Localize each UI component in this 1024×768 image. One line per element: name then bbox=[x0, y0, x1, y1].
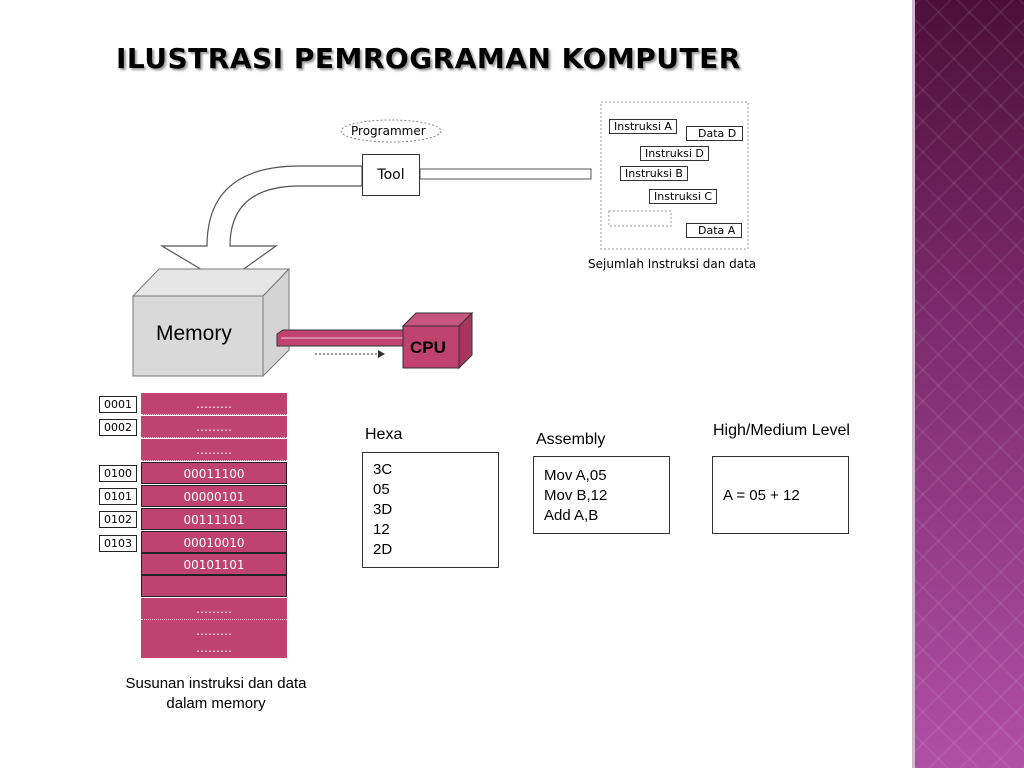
hexa-line: 12 bbox=[373, 521, 390, 538]
memory-row bbox=[141, 575, 287, 597]
instruction-item: Instruksi A bbox=[609, 119, 677, 134]
memory-cube-top bbox=[131, 268, 291, 297]
instruction-item: Data D bbox=[686, 126, 744, 141]
memory-row: ……… bbox=[141, 638, 287, 658]
assembly-line: Mov B,12 bbox=[544, 487, 608, 504]
hexa-line: 3C bbox=[373, 461, 393, 478]
high-level-heading: High/Medium Level bbox=[713, 422, 850, 439]
tool-connector bbox=[419, 168, 592, 180]
memory-row: ……… bbox=[141, 598, 287, 620]
memory-cube-front bbox=[132, 295, 264, 377]
instructions-caption: Sejumlah Instruksi dan data bbox=[588, 257, 757, 271]
cpu-cube-front bbox=[402, 325, 460, 369]
memory-row: 00000101 bbox=[141, 485, 287, 507]
programmer-ellipse bbox=[340, 119, 442, 143]
high-level-line: A = 05 + 12 bbox=[723, 487, 800, 504]
programmer-label: Programmer bbox=[351, 124, 426, 138]
assembly-code-box: Mov A,05 Mov B,12 Add A,B bbox=[533, 456, 670, 534]
flow-arrow bbox=[159, 165, 363, 284]
memory-caption-line: Susunan instruksi dan data bbox=[125, 675, 307, 692]
assembly-line: Add A,B bbox=[544, 507, 599, 524]
instruction-item: Instruksi D bbox=[640, 146, 709, 161]
memory-address: 0002 bbox=[99, 419, 137, 436]
memory-label: Memory bbox=[156, 322, 232, 345]
tool-box: Tool bbox=[362, 154, 420, 196]
side-decoration-panel bbox=[912, 0, 1024, 768]
assembly-line: Mov A,05 bbox=[544, 467, 607, 484]
memory-address: 0001 bbox=[99, 396, 137, 413]
high-level-code-box: A = 05 + 12 bbox=[712, 456, 849, 534]
assembly-heading: Assembly bbox=[536, 431, 606, 448]
memory-row: ……… bbox=[141, 393, 287, 415]
hexa-line: 05 bbox=[373, 481, 390, 498]
memory-row: ……… bbox=[141, 439, 287, 461]
instruction-item: Data A bbox=[686, 223, 743, 238]
memory-row: 00011100 bbox=[141, 462, 287, 484]
memory-address: 0102 bbox=[99, 511, 137, 528]
memory-caption-line: dalam memory bbox=[166, 695, 266, 712]
memory-address: 0103 bbox=[99, 535, 137, 552]
instruction-item: Instruksi B bbox=[620, 166, 688, 181]
memory-row: ……… bbox=[141, 416, 287, 438]
hexa-heading: Hexa bbox=[365, 426, 403, 443]
memory-row: 00111101 bbox=[141, 508, 287, 530]
memory-row: 00010010 bbox=[141, 531, 287, 553]
memory-row: 00101101 bbox=[141, 553, 287, 575]
hexa-line: 3D bbox=[373, 501, 393, 518]
memory-row: ……… bbox=[141, 620, 287, 642]
memory-address: 0100 bbox=[99, 465, 137, 482]
empty-instruction-slot bbox=[608, 210, 672, 227]
page-title: ILUSTRASI PEMROGRAMAN KOMPUTER bbox=[116, 42, 741, 75]
memory-caption: Susunan instruksi dan data dalam memory bbox=[96, 674, 336, 714]
instruction-item: Instruksi C bbox=[649, 189, 718, 204]
memory-address: 0101 bbox=[99, 488, 137, 505]
hexa-line: 2D bbox=[373, 541, 393, 558]
cpu-label: CPU bbox=[410, 338, 446, 357]
tool-label: Tool bbox=[377, 167, 405, 183]
diagram-graphics bbox=[131, 101, 749, 378]
hexa-code-box: 3C 05 3D 12 2D bbox=[362, 452, 499, 568]
